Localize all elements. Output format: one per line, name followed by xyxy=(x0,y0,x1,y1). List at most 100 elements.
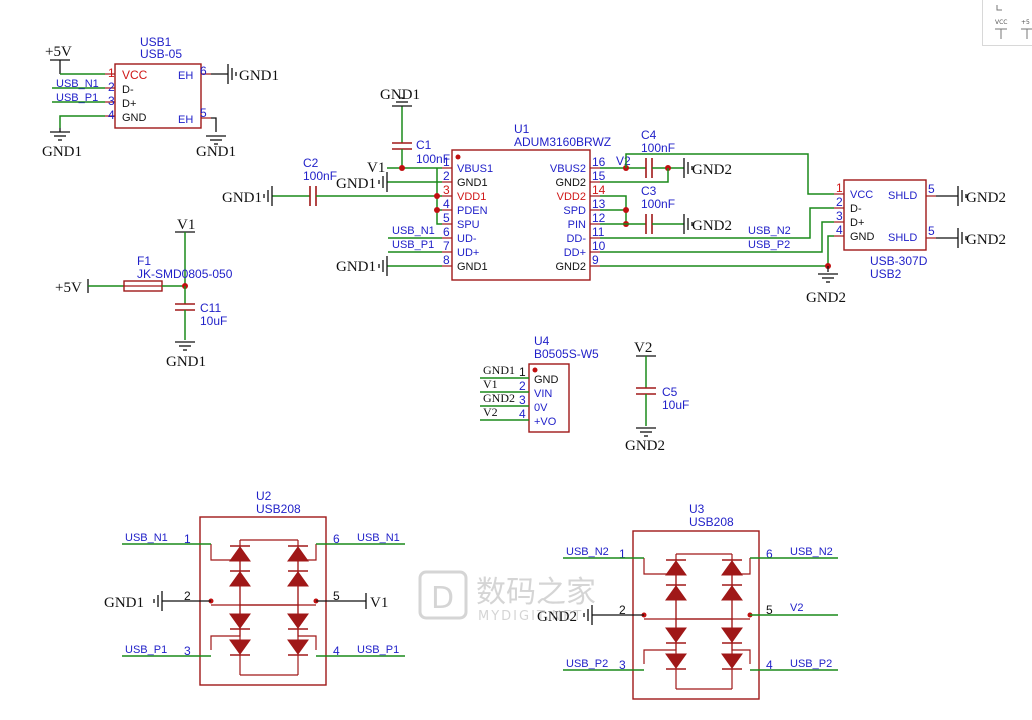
u1-pin-num: 1 xyxy=(443,155,450,169)
watermark-logo-icon: D 数码之家 MYDIGIT.NET xyxy=(418,570,596,624)
u2-designator: U2 xyxy=(256,489,272,503)
u1-pin-name: VDD2 xyxy=(557,191,586,203)
usb1-pin5-name: EH xyxy=(178,114,193,126)
u3-net-pin2: GND2 xyxy=(537,609,577,625)
usb1-connector[interactable]: USB1 USB-05 1 2 3 4 VCC D- D+ GND EH EH … xyxy=(105,35,211,129)
u1-pin-name: SPD xyxy=(563,205,586,217)
symbol-palette[interactable]: VCC +5 xyxy=(982,0,1032,46)
usb1-pin3-name: D+ xyxy=(122,98,136,110)
u3-pin6-num: 6 xyxy=(766,547,773,561)
watermark: D 数码之家 MYDIGIT.NET xyxy=(418,568,658,628)
u1-pin-num: 7 xyxy=(443,239,450,253)
usb2-pin2-name: D- xyxy=(850,203,862,215)
usb1-net-p1: USB_P1 xyxy=(56,92,98,104)
usb2-shld2-name: SHLD xyxy=(888,232,917,244)
u1-pin-name: PIN xyxy=(568,219,586,231)
usb2-pin3-num: 3 xyxy=(836,209,843,223)
u1-net-p2: USB_P2 xyxy=(748,239,790,251)
usb1-plus5v-label: +5V xyxy=(45,44,72,60)
u3-pin1-num: 1 xyxy=(619,547,626,561)
u3-net-pin5: V2 xyxy=(790,602,803,614)
watermark-cn: 数码之家 xyxy=(476,575,596,610)
c3-value: 100nF xyxy=(641,197,675,211)
usb2-pin1-num: 1 xyxy=(836,181,843,195)
watermark-en: MYDIGIT.NET xyxy=(478,609,583,624)
u1-value: ADUM3160BRWZ xyxy=(514,135,611,149)
u2-pin2-num: 2 xyxy=(184,589,191,603)
c5-designator: C5 xyxy=(662,385,678,399)
usb1-designator: USB1 xyxy=(140,35,172,49)
u3-pin4-num: 4 xyxy=(766,658,773,672)
u1-isolator-ic[interactable]: U1 ADUM3160BRWZ xyxy=(451,122,611,281)
u1-designator: U1 xyxy=(514,122,530,136)
usb1-pin4-num: 4 xyxy=(108,108,115,122)
u2-pin6-num: 6 xyxy=(333,532,340,546)
c11-capacitor[interactable]: C11 10uF xyxy=(175,286,227,340)
u3-net-pin6: USB_N2 xyxy=(790,546,833,558)
u2-pin3-num: 3 xyxy=(184,644,191,658)
u1-gnd-pin2: GND1 xyxy=(336,176,376,192)
u1-pin-num: 5 xyxy=(443,211,450,225)
c1-capacitor[interactable]: C1 100nF xyxy=(392,106,450,168)
u4-pin4-name: +VO xyxy=(534,416,557,428)
usb1-value: USB-05 xyxy=(140,47,182,61)
usb1-pin6-num: 6 xyxy=(200,64,207,78)
usb2-shld1-name: SHLD xyxy=(888,190,917,202)
c5-capacitor[interactable]: C5 10uF xyxy=(636,356,689,426)
c5-value: 10uF xyxy=(662,398,689,412)
u1-net-n2: USB_N2 xyxy=(748,225,791,237)
usb2-shld1-num: 5 xyxy=(928,182,935,196)
c3-capacitor[interactable]: C3 100nF xyxy=(600,184,684,234)
svg-text:D: D xyxy=(431,581,454,616)
usb2-value: USB-307D xyxy=(870,254,928,268)
usb1-pin5-num: 5 xyxy=(200,106,207,120)
u3-net-pin3: USB_P2 xyxy=(566,658,608,670)
palette-plus5-label: +5 xyxy=(1021,19,1030,26)
c2-value: 100nF xyxy=(303,169,337,183)
u1-pin-num: 12 xyxy=(592,211,606,225)
u1-v2-label: V2 xyxy=(616,154,631,168)
usb2-gnd-bottom: GND2 xyxy=(806,290,846,306)
u1-gnd-pin8: GND1 xyxy=(336,259,376,275)
usb1-net-n1: USB_N1 xyxy=(56,78,99,90)
u4-pin1-name: GND xyxy=(534,374,559,386)
palette-icons xyxy=(995,5,1032,39)
u1-net-n1: USB_N1 xyxy=(392,225,435,237)
usb2-connector[interactable]: USB-307D USB2 1 2 3 4 VCC D- D+ GND SHLD… xyxy=(834,179,936,281)
u4-dcdc-module[interactable]: U4 B0505S-W5 GND VIN 0V +VO 1 2 3 4 xyxy=(519,334,599,433)
u4-net-v2: V2 xyxy=(483,405,498,419)
u4-net-gnd2: GND2 xyxy=(483,391,515,405)
u1-pin-num: 8 xyxy=(443,253,450,267)
c2-capacitor[interactable]: C2 100nF xyxy=(272,156,337,206)
u1-pin-name: DD- xyxy=(566,233,586,245)
u4-designator: U4 xyxy=(534,334,550,348)
u4-pin2-num: 2 xyxy=(519,379,526,393)
u1-pin-name: VBUS1 xyxy=(457,163,493,175)
u2-net-pin1: USB_N1 xyxy=(125,532,168,544)
u1-pin-name: VDD1 xyxy=(457,191,486,203)
c1-gnd-label: GND1 xyxy=(380,87,420,103)
u3-pin5-num: 5 xyxy=(766,603,773,617)
u1-pin-name: GND1 xyxy=(457,261,488,273)
u2-net-pin2: GND1 xyxy=(104,595,144,611)
usb1-pin2-num: 2 xyxy=(108,80,115,94)
usb1-pin1-num: 1 xyxy=(108,66,115,80)
usb1-pin1-name: VCC xyxy=(122,68,148,82)
u3-value: USB208 xyxy=(689,515,734,529)
u1-pin-num: 13 xyxy=(592,197,606,211)
u1-pin-num: 9 xyxy=(592,253,599,267)
u4-pin1-num: 1 xyxy=(519,365,526,379)
u1-pin-num: 10 xyxy=(592,239,606,253)
u2-pin5-num: 5 xyxy=(333,589,340,603)
c5-v2-label: V2 xyxy=(634,340,652,356)
usb1-gnd-eh6: GND1 xyxy=(239,68,279,84)
u3-net-pin4: USB_P2 xyxy=(790,658,832,670)
u1-pin-num: 2 xyxy=(443,169,450,183)
usb1-pin3-num: 3 xyxy=(108,94,115,108)
u1-pin-name: GND2 xyxy=(555,177,586,189)
c4-capacitor[interactable]: C4 100nF xyxy=(600,128,684,178)
u4-value: B0505S-W5 xyxy=(534,347,599,361)
